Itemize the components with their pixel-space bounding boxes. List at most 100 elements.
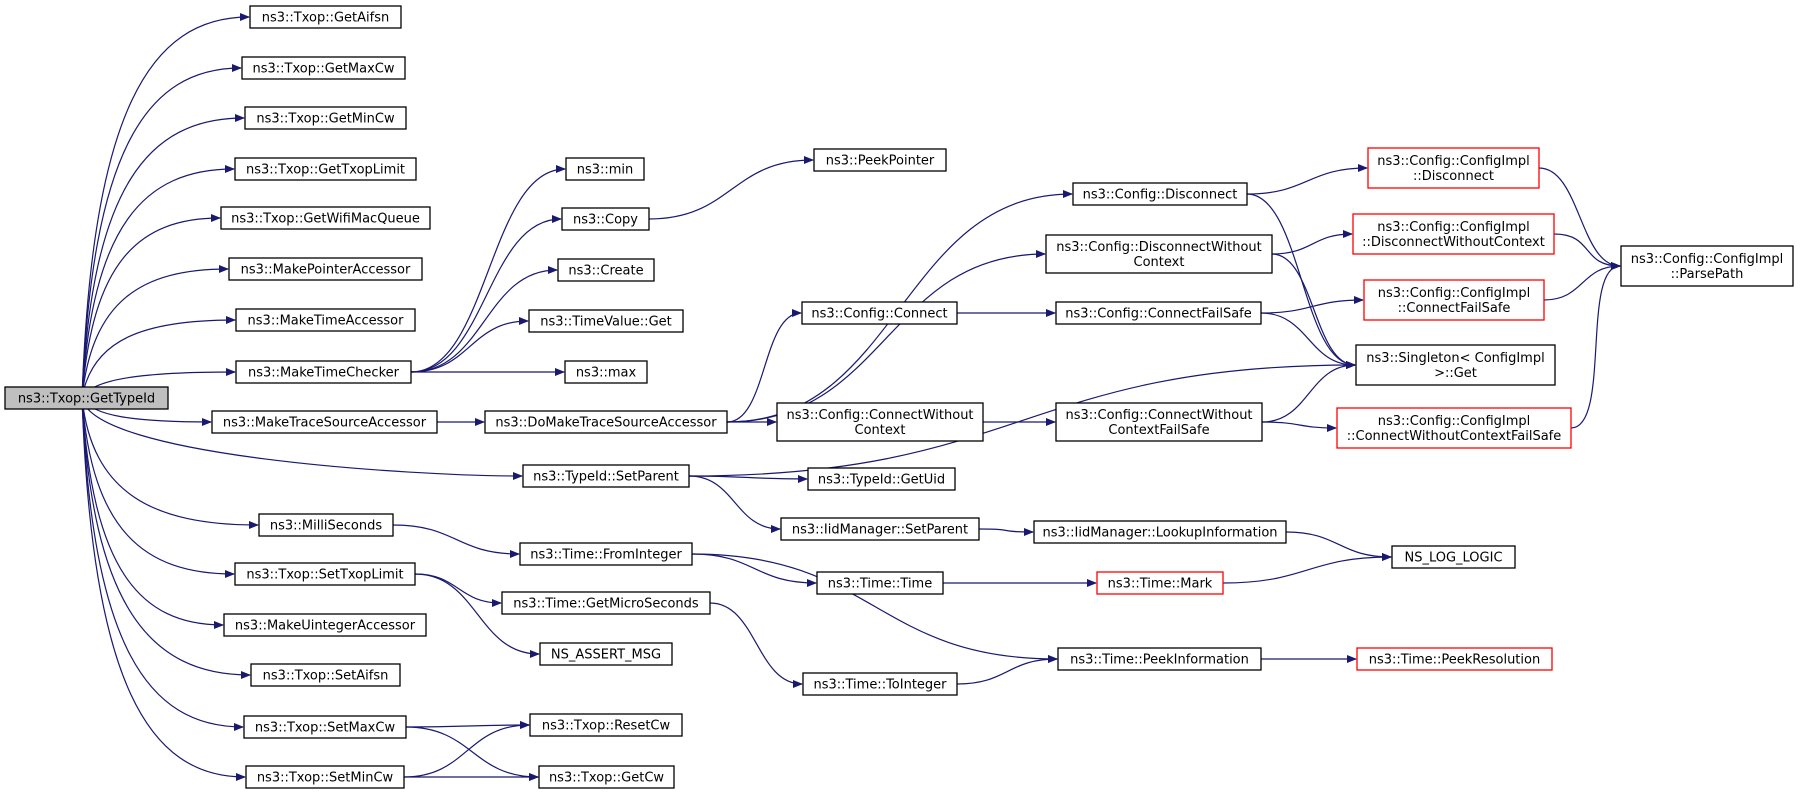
node-box <box>234 157 417 181</box>
edge-set-txop-limit-to-time-get-micro-seconds <box>414 573 502 607</box>
node-label: >::Get <box>1434 366 1477 381</box>
node-box <box>1620 245 1794 287</box>
edge-time-to-integer-to-time-peek-information <box>956 655 1058 685</box>
edge-set-max-cw-to-txop-reset-cw <box>405 721 530 730</box>
node-label: ns3::Txop::GetMaxCw <box>253 62 395 77</box>
node-time-peek-resolution[interactable]: ns3::Time::PeekResolution <box>1356 647 1553 671</box>
node-box <box>539 642 673 666</box>
nodes-layer: ns3::Txop::GetTypeId ns3::Txop::GetAifsnn… <box>4 5 1794 789</box>
node-label: ns3::max <box>576 366 637 381</box>
node-make-pointer-accessor[interactable]: ns3::MakePointerAccessor <box>228 257 423 281</box>
node-time-get-micro-seconds[interactable]: ns3::Time::GetMicroSeconds <box>501 591 711 615</box>
node-label: ns3::TypeId::SetParent <box>533 470 679 485</box>
node-impl-connect-fail-safe[interactable]: ns3::Config::ConfigImpl::ConnectFailSafe <box>1363 279 1545 321</box>
node-label: ns3::Time::Time <box>828 577 932 592</box>
edge-set-max-cw-to-txop-get-cw <box>405 726 539 781</box>
node-box <box>241 56 406 80</box>
node-ns-create[interactable]: ns3::Create <box>557 258 655 282</box>
node-impl-disconnect-without-context[interactable]: ns3::Config::ConfigImpl::DisconnectWitho… <box>1352 213 1555 255</box>
node-get-aifsn[interactable]: ns3::Txop::GetAifsn <box>249 5 402 29</box>
node-set-aifsn[interactable]: ns3::Txop::SetAifsn <box>250 663 401 687</box>
node-box <box>522 464 690 488</box>
node-label: ns3::Txop::GetMinCw <box>256 112 395 127</box>
node-label: ns3::Txop::GetTypeId <box>18 392 155 407</box>
node-label: ns3::Singleton< ConfigImpl <box>1366 351 1544 366</box>
node-box <box>564 360 648 384</box>
node-impl-disconnect[interactable]: ns3::Config::ConfigImpl::Disconnect <box>1367 147 1540 189</box>
node-time-time[interactable]: ns3::Time::Time <box>816 571 944 595</box>
node-ns-assert-msg[interactable]: NS_ASSERT_MSG <box>539 642 673 666</box>
node-config-connect-without-context[interactable]: ns3::Config::ConnectWithoutContext <box>776 402 984 442</box>
node-ns-min[interactable]: ns3::min <box>565 157 645 181</box>
node-label: ns3::Config::ConfigImpl <box>1377 154 1530 169</box>
node-label: ns3::IidManager::SetParent <box>792 523 968 538</box>
node-box <box>1391 545 1516 569</box>
edge-config-connect-fail-safe-to-impl-connect-fail-safe <box>1260 296 1364 314</box>
node-set-max-cw[interactable]: ns3::Txop::SetMaxCw <box>243 715 407 739</box>
node-ns-log-logic[interactable]: NS_LOG_LOGIC <box>1391 545 1516 569</box>
node-milli-seconds[interactable]: ns3::MilliSeconds <box>258 513 394 537</box>
node-impl-connect-without-context-fail-safe[interactable]: ns3::Config::ConfigImpl::ConnectWithoutC… <box>1336 407 1572 449</box>
node-box <box>565 157 645 181</box>
edge-time-from-integer-to-time-time <box>691 553 817 587</box>
edge-root-to-get-min-cw <box>81 114 245 399</box>
node-time-to-integer[interactable]: ns3::Time::ToInteger <box>802 672 958 696</box>
node-label: ns3::Config::ConfigImpl <box>1378 286 1531 301</box>
node-box <box>1355 344 1556 386</box>
node-txop-get-cw[interactable]: ns3::Txop::GetCw <box>538 765 675 789</box>
node-make-time-checker[interactable]: ns3::MakeTimeChecker <box>235 360 412 384</box>
node-singleton-get[interactable]: ns3::Singleton< ConfigImpl>::Get <box>1355 344 1556 386</box>
node-config-disconnect[interactable]: ns3::Config::Disconnect <box>1072 182 1248 206</box>
node-label: ns3::Txop::GetTxopLimit <box>246 163 405 178</box>
node-box <box>4 386 169 410</box>
edge-root-to-get-wifi-mac-queue <box>81 214 221 399</box>
node-set-txop-limit[interactable]: ns3::Txop::SetTxopLimit <box>234 562 416 586</box>
node-set-min-cw[interactable]: ns3::Txop::SetMinCw <box>245 765 405 789</box>
node-impl-parse-path[interactable]: ns3::Config::ConfigImpl::ParsePath <box>1620 245 1794 287</box>
node-type-id-get-uid[interactable]: ns3::TypeId::GetUid <box>807 467 956 491</box>
node-label: ::ParsePath <box>1671 267 1744 282</box>
node-type-id-set-parent[interactable]: ns3::TypeId::SetParent <box>522 464 690 488</box>
node-label: ns3::Config::Connect <box>811 307 947 322</box>
node-get-txop-limit[interactable]: ns3::Txop::GetTxopLimit <box>234 157 417 181</box>
edge-root-to-set-max-cw <box>81 397 244 731</box>
node-txop-reset-cw[interactable]: ns3::Txop::ResetCw <box>529 713 683 737</box>
node-label: ::Disconnect <box>1413 169 1494 184</box>
edge-root-to-get-aifsn <box>81 13 250 399</box>
node-box <box>1367 147 1540 189</box>
edge-impl-disconnect-without-context-to-impl-parse-path <box>1553 233 1621 270</box>
node-time-peek-information[interactable]: ns3::Time::PeekInformation <box>1057 647 1262 671</box>
node-ns-copy[interactable]: ns3::Copy <box>561 207 650 231</box>
node-time-from-integer[interactable]: ns3::Time::FromInteger <box>519 542 693 566</box>
node-box <box>258 513 394 537</box>
node-config-connect-without-context-fail-safe[interactable]: ns3::Config::ConnectWithoutContextFailSa… <box>1055 402 1263 442</box>
node-make-trace-source-accessor[interactable]: ns3::MakeTraceSourceAccessor <box>211 410 438 434</box>
node-box <box>801 301 958 325</box>
node-label: ns3::Copy <box>573 213 638 228</box>
node-get-min-cw[interactable]: ns3::Txop::GetMinCw <box>244 106 407 130</box>
node-ns-max[interactable]: ns3::max <box>564 360 648 384</box>
node-box <box>249 5 402 29</box>
node-do-make-trace-source-accessor[interactable]: ns3::DoMakeTraceSourceAccessor <box>484 410 728 434</box>
node-label: ns3::MilliSeconds <box>270 519 383 534</box>
node-iid-manager-lookup-information[interactable]: ns3::IidManager::LookupInformation <box>1033 520 1287 544</box>
node-box <box>561 207 650 231</box>
node-config-disconnect-without-context[interactable]: ns3::Config::DisconnectWithoutContext <box>1045 234 1273 274</box>
node-label: ns3::Time::Mark <box>1108 577 1213 592</box>
node-config-connect[interactable]: ns3::Config::Connect <box>801 301 958 325</box>
node-get-wifi-mac-queue[interactable]: ns3::Txop::GetWifiMacQueue <box>220 206 431 230</box>
node-get-max-cw[interactable]: ns3::Txop::GetMaxCw <box>241 56 406 80</box>
node-label: ns3::Config::Disconnect <box>1083 188 1238 203</box>
node-peek-pointer[interactable]: ns3::PeekPointer <box>813 148 947 172</box>
edge-root-to-set-txop-limit <box>81 397 235 578</box>
node-box <box>234 562 416 586</box>
node-make-uinteger-accessor[interactable]: ns3::MakeUintegerAccessor <box>223 613 427 637</box>
node-time-value-get[interactable]: ns3::TimeValue::Get <box>528 309 684 333</box>
node-make-time-accessor[interactable]: ns3::MakeTimeAccessor <box>235 308 416 332</box>
node-iid-manager-set-parent[interactable]: ns3::IidManager::SetParent <box>780 517 980 541</box>
node-time-mark[interactable]: ns3::Time::Mark <box>1096 571 1224 595</box>
node-root[interactable]: ns3::Txop::GetTypeId <box>4 386 169 410</box>
node-box <box>813 148 947 172</box>
edge-config-disconnect-to-impl-disconnect <box>1246 164 1368 195</box>
node-config-connect-fail-safe[interactable]: ns3::Config::ConnectFailSafe <box>1055 301 1262 325</box>
